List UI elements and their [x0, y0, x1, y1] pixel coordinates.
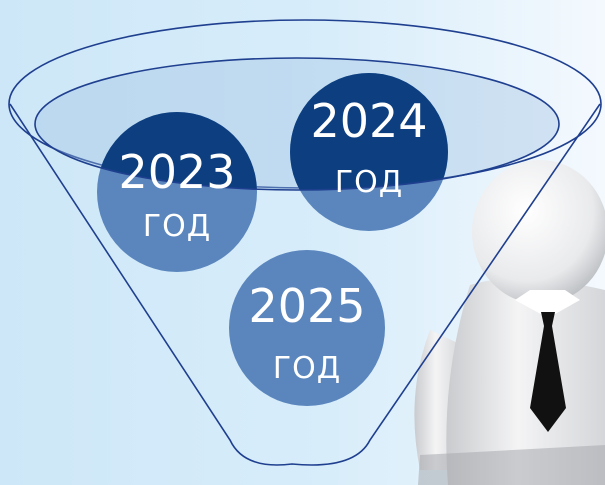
- year-circle-top-2024: [290, 73, 448, 190]
- year-circle-2025: [229, 250, 385, 406]
- tie-icon: [530, 312, 566, 432]
- year-label: 2025: [248, 279, 365, 333]
- funnel-outer-body: [9, 103, 601, 466]
- businessman-figure-icon: [414, 160, 605, 485]
- funnel-lid: [34, 57, 560, 191]
- year-unit-label: ГОД: [273, 351, 341, 386]
- year-label: 2024: [310, 94, 427, 148]
- year-unit-label: ГОД: [143, 209, 211, 244]
- year-label: 2023: [118, 145, 235, 199]
- year-circle-top-2023: [97, 112, 257, 190]
- year-unit-label: ГОД: [335, 165, 403, 200]
